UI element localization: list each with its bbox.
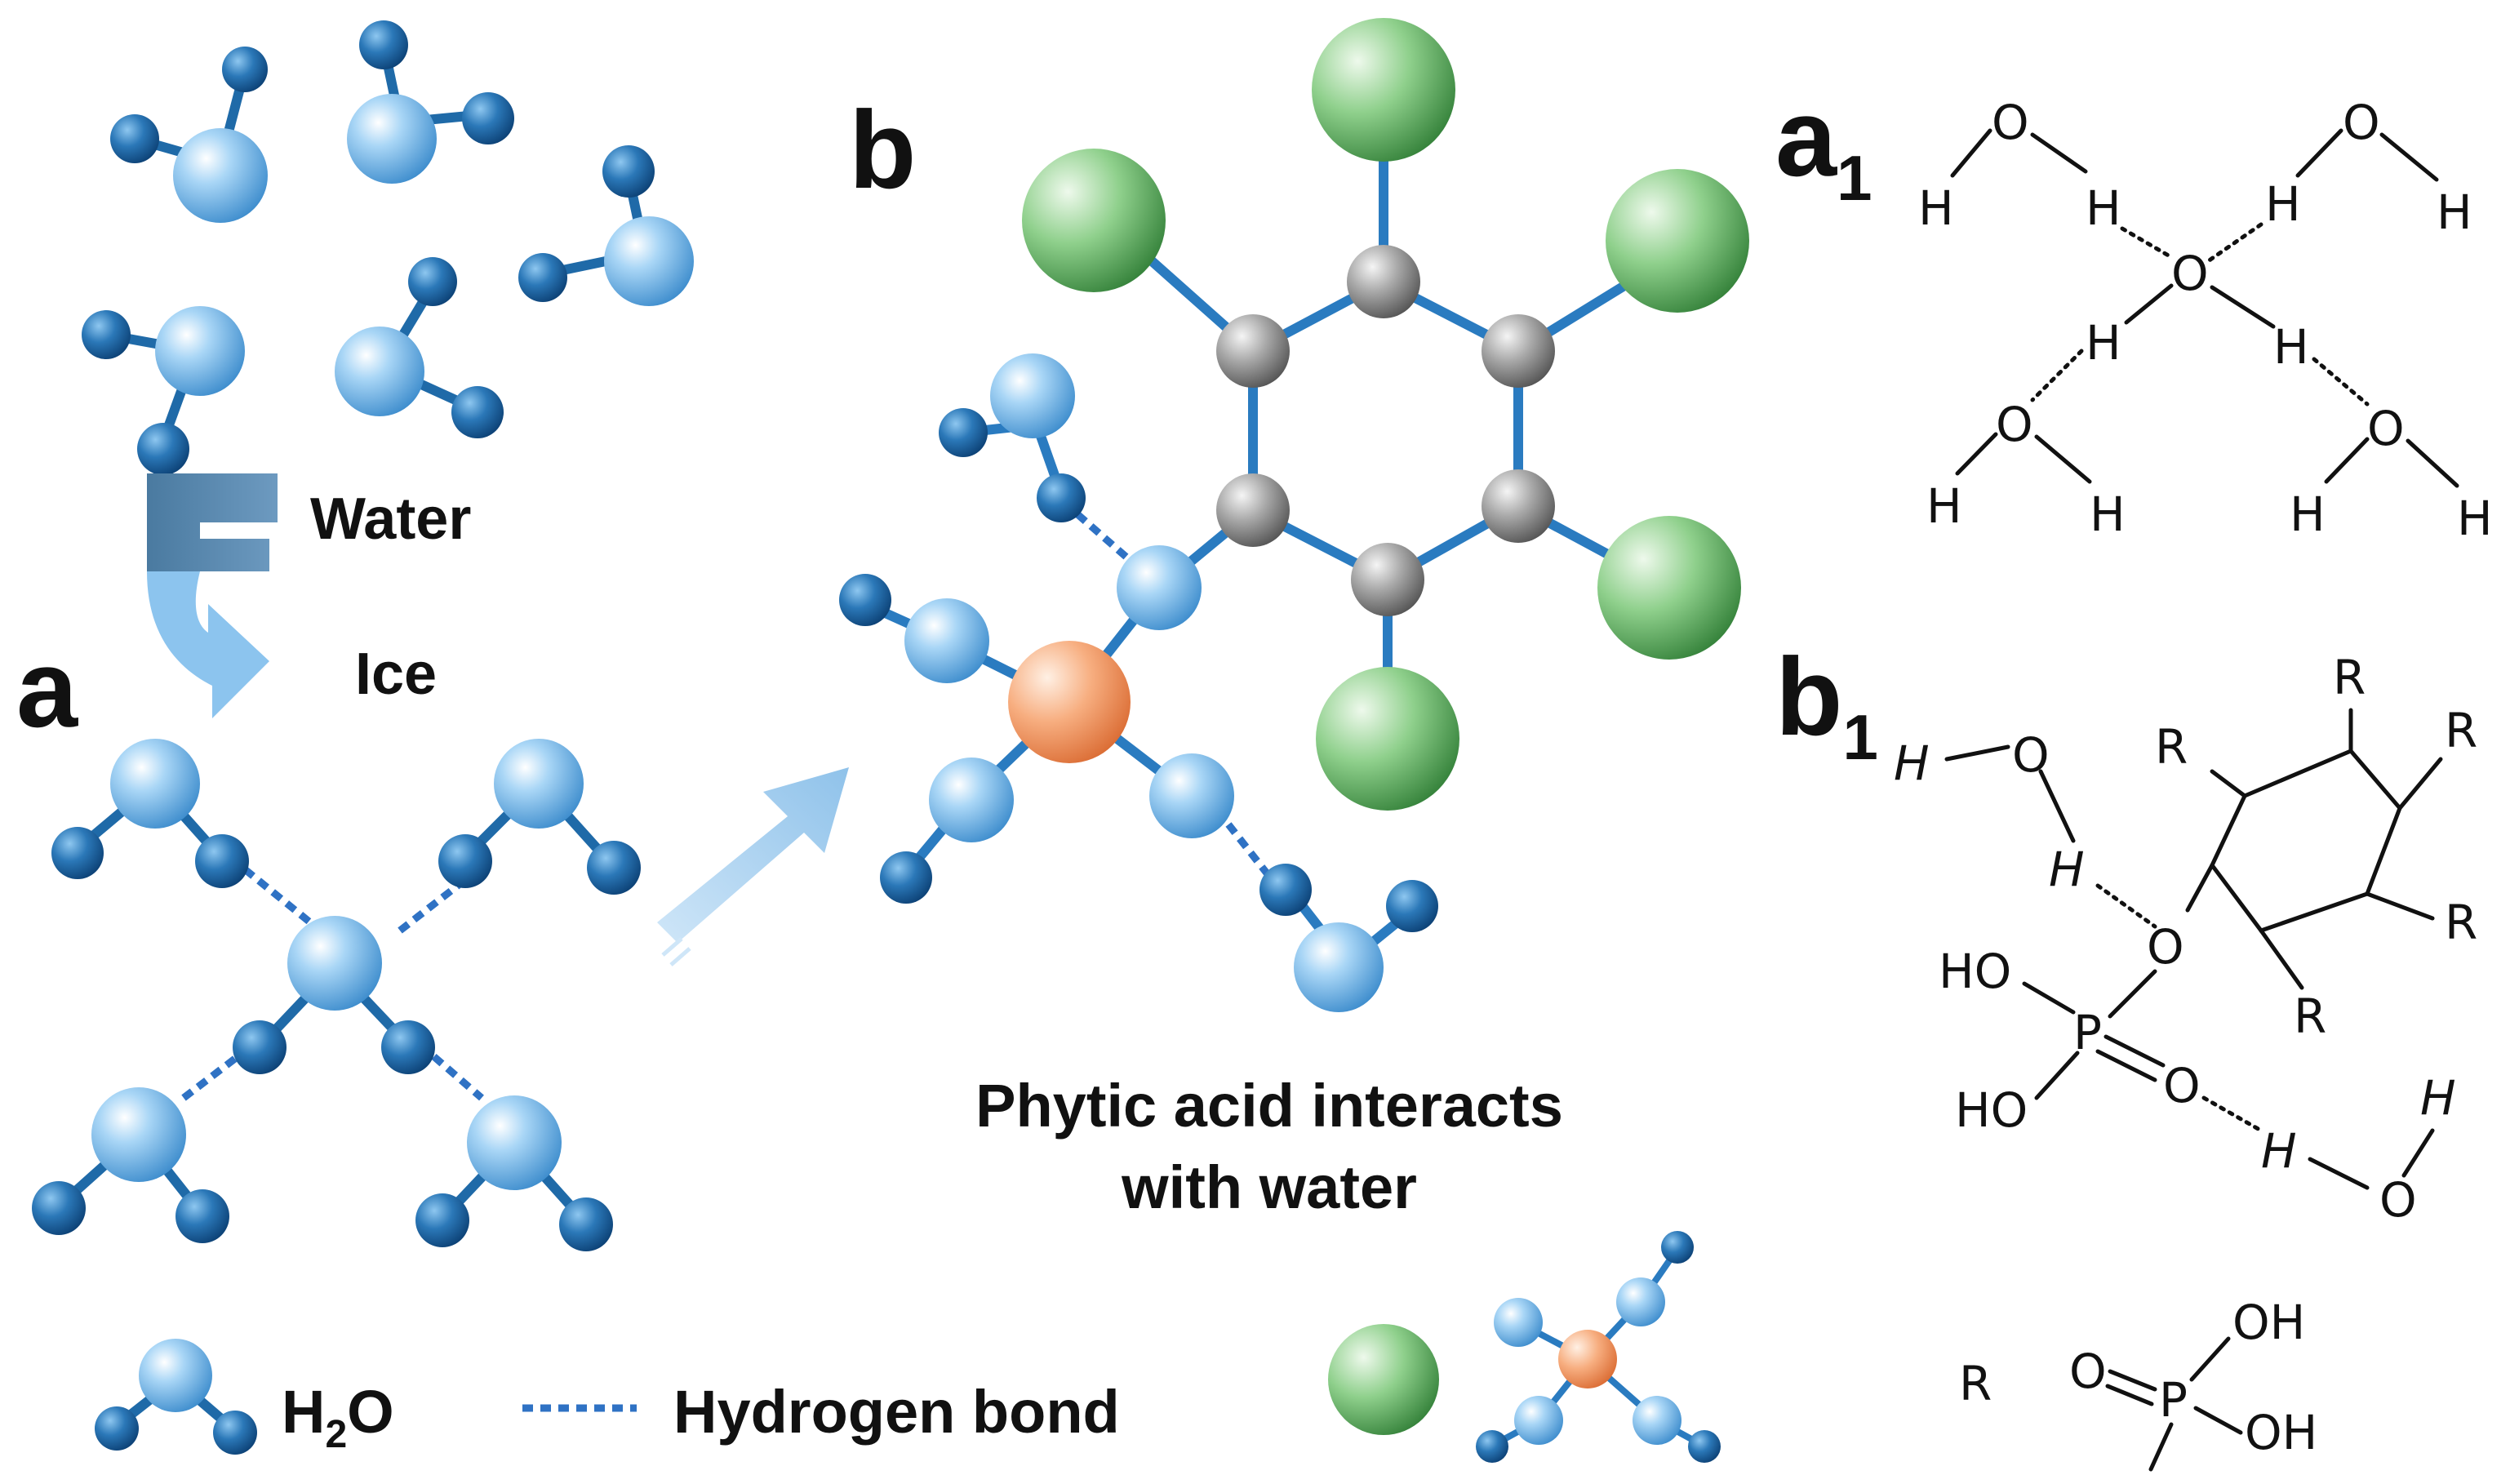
carbon-atom (1351, 543, 1424, 616)
svg-text:P: P (2159, 1372, 2188, 1428)
water-molecule (415, 1095, 613, 1251)
water-label: Water (310, 487, 471, 552)
svg-text:H: H (1918, 180, 1954, 236)
panel-label-b: b (849, 88, 916, 211)
svg-text:O: O (2343, 95, 2380, 150)
water-molecule (347, 20, 514, 184)
svg-text:H: H (2086, 315, 2121, 371)
svg-text:O: O (2163, 1058, 2201, 1113)
carbon-atom (1482, 469, 1555, 543)
legend-h2o-label: H2O (282, 1378, 394, 1456)
svg-text:O: O (2379, 1172, 2417, 1228)
svg-text:O: O (2171, 246, 2209, 301)
svg-text:H: H (2273, 319, 2309, 375)
svg-text:R: R (2155, 719, 2188, 775)
water-molecule (438, 739, 641, 895)
svg-text:R: R (1959, 1356, 1992, 1411)
svg-text:O: O (1996, 397, 2033, 452)
svg-text:O: O (2147, 919, 2184, 975)
phosphate-group-sphere (1316, 667, 1459, 811)
panel-label-a: a (16, 627, 78, 750)
water-molecule (51, 739, 249, 888)
water-molecule (110, 47, 268, 223)
phosphate-group-detail (839, 353, 1438, 1012)
svg-text:H: H (2086, 180, 2121, 236)
big-arrow (657, 767, 849, 966)
water-molecule (32, 1087, 229, 1243)
svg-text:HO: HO (1955, 1082, 2028, 1138)
carbon-ring-bonds (1138, 118, 1629, 723)
legend-h2o-icon (95, 1339, 257, 1455)
phosphorus-atom (1008, 641, 1131, 763)
water-molecule (518, 145, 694, 306)
phosphate-group-sphere (1597, 516, 1741, 660)
svg-text:OH: OH (2232, 1295, 2305, 1350)
legend: H2O Hydrogen bond (95, 1231, 1721, 1463)
svg-text:O: O (2367, 401, 2405, 456)
panel-label-a1: a1 (1775, 76, 1872, 214)
ice-cluster (32, 739, 641, 1251)
carbon-atom (1216, 314, 1290, 388)
water-to-ice-arrow (147, 473, 278, 718)
phosphate-group-sphere (1312, 18, 1455, 162)
caption-line-1: Phytic acid interacts (975, 1072, 1563, 1140)
carbon-atom (1482, 314, 1555, 388)
free-water-molecules (82, 20, 694, 475)
svg-text:H: H (2457, 491, 2493, 546)
carbon-atom (1216, 473, 1290, 547)
svg-text:H: H (1894, 735, 1930, 791)
svg-text:H: H (2090, 487, 2126, 542)
svg-text:O: O (1992, 95, 2029, 150)
svg-text:H: H (2290, 487, 2326, 542)
panel-label-b1: b1 (1775, 635, 1878, 773)
phosphate-group-sphere (1022, 149, 1166, 292)
svg-text:H: H (1926, 478, 1962, 534)
water-molecule (82, 306, 245, 475)
svg-text:H: H (2049, 842, 2085, 897)
svg-text:H: H (2437, 184, 2472, 240)
ice-label: Ice (355, 642, 437, 707)
phytic-acid-model (839, 18, 1749, 1012)
carbon-atom (1347, 245, 1420, 318)
svg-text:H: H (2420, 1070, 2456, 1126)
legend-phosphate-icon (1476, 1231, 1721, 1463)
svg-text:O: O (2069, 1344, 2107, 1399)
water-molecule (233, 916, 435, 1074)
legend-phosphate-sphere (1328, 1324, 1439, 1435)
caption-line-2: with water (1121, 1153, 1417, 1221)
water-molecule (335, 257, 504, 438)
svg-text:H: H (2265, 176, 2301, 232)
a1-water-structure: O H H O H H O H H O H H O H H (1918, 95, 2493, 546)
svg-text:R: R (2445, 895, 2477, 950)
phosphate-group-sphere (1606, 169, 1749, 313)
svg-text:OH: OH (2245, 1405, 2317, 1460)
svg-text:R: R (2445, 703, 2477, 758)
legend-hbond-label: Hydrogen bond (673, 1378, 1120, 1446)
svg-text:R: R (2333, 650, 2366, 705)
svg-text:HO: HO (1939, 944, 2011, 999)
svg-text:R: R (2294, 989, 2326, 1044)
svg-text:H: H (2261, 1123, 2297, 1179)
b1-phytic-structure: R R R R R O H O H P HO HO O H O H (1894, 650, 2477, 1472)
